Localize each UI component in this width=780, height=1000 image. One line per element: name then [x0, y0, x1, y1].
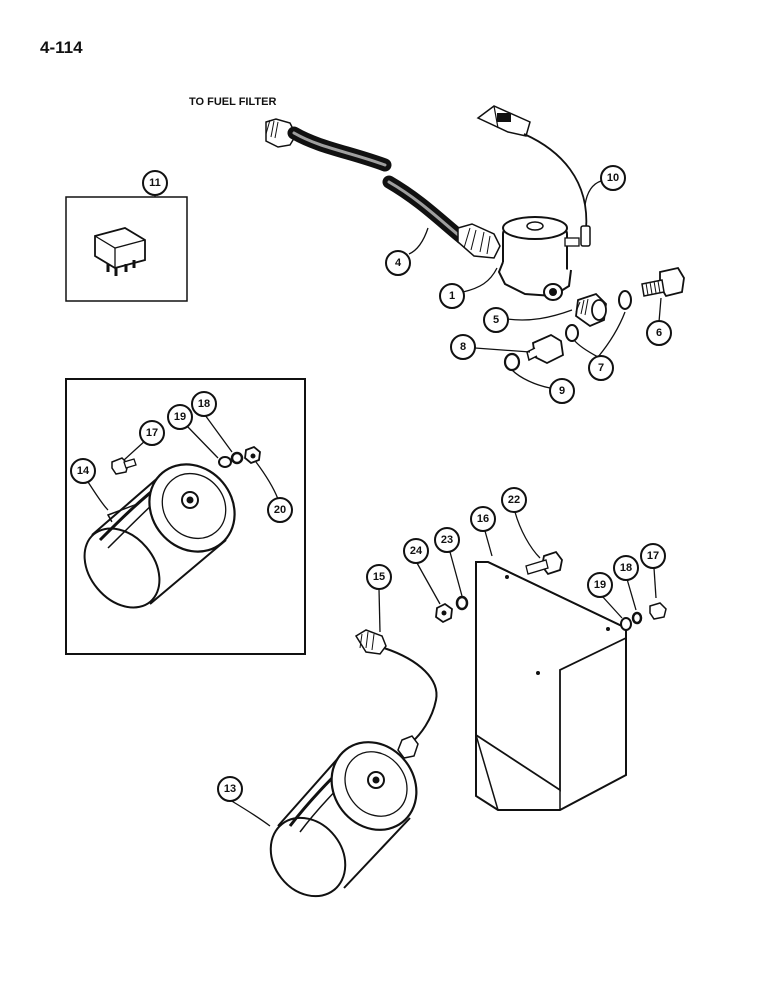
inset-lockwasher [230, 451, 244, 465]
svg-text:4: 4 [395, 257, 402, 269]
callout-19-right: 19 [587, 572, 613, 598]
callout-14: 14 [70, 458, 96, 484]
callout-18-right: 18 [613, 555, 639, 581]
callout-15: 15 [366, 564, 392, 590]
sender-wire [354, 629, 438, 759]
bracket-lockwasher [455, 595, 469, 611]
svg-text:15: 15 [373, 571, 385, 583]
svg-text:6: 6 [656, 327, 662, 339]
svg-text:22: 22 [508, 494, 520, 506]
callout-19-inset: 19 [167, 404, 193, 430]
callout-18-inset: 18 [191, 391, 217, 417]
mounting-bracket [475, 561, 627, 811]
page-number: 4-114 [40, 38, 83, 57]
svg-text:18: 18 [198, 398, 210, 410]
svg-text:7: 7 [598, 362, 604, 374]
callout-17-right: 17 [640, 543, 666, 569]
callout-7: 7 [588, 355, 614, 381]
callout-4: 4 [385, 250, 411, 276]
callout-6: 6 [646, 320, 672, 346]
washer-lower [565, 324, 579, 342]
bracket-nut [435, 602, 453, 624]
svg-text:23: 23 [441, 534, 453, 546]
right-lockwasher [631, 611, 643, 625]
leader-lines [87, 180, 662, 827]
callout-16: 16 [470, 506, 496, 532]
svg-text:11: 11 [149, 177, 161, 189]
svg-text:24: 24 [410, 545, 423, 557]
banjo-bolt [641, 266, 685, 298]
svg-text:10: 10 [607, 172, 619, 184]
svg-text:14: 14 [77, 465, 90, 477]
callout-8: 8 [450, 334, 476, 360]
buzzer-inset [65, 378, 306, 655]
inset-screw [111, 457, 137, 475]
svg-text:18: 18 [620, 562, 632, 574]
svg-text:1: 1 [449, 290, 455, 302]
svg-text:19: 19 [594, 579, 606, 591]
wire-harness [476, 105, 591, 247]
callout-22: 22 [501, 487, 527, 513]
svg-text:20: 20 [274, 504, 286, 516]
right-washer [620, 617, 632, 631]
callout-10: 10 [600, 165, 626, 191]
inset-nut [244, 445, 261, 465]
callout-11: 11 [142, 170, 168, 196]
inset-washer [218, 456, 232, 468]
callout-23: 23 [434, 527, 460, 553]
banjo-fitting [575, 292, 607, 328]
svg-text:17: 17 [647, 550, 659, 562]
bracket-bolt [525, 550, 563, 576]
adapter-fitting [526, 333, 564, 365]
svg-text:16: 16 [477, 513, 489, 525]
svg-text:5: 5 [493, 314, 499, 326]
alarm-buzzer [269, 741, 418, 898]
callout-1: 1 [439, 283, 465, 309]
callout-13: 13 [217, 776, 243, 802]
washer-adapter [503, 352, 521, 372]
right-screw [649, 602, 667, 620]
callout-5: 5 [483, 307, 509, 333]
to-fuel-filter-label: TO FUEL FILTER [189, 96, 277, 108]
callout-17-inset: 17 [139, 420, 165, 446]
svg-text:19: 19 [174, 411, 186, 423]
relay-inset [65, 196, 188, 302]
fuel-hose [265, 118, 501, 259]
solenoid-valve [497, 216, 580, 301]
washer-upper [618, 290, 632, 310]
callout-9: 9 [549, 378, 575, 404]
callout-20: 20 [267, 497, 293, 523]
svg-text:13: 13 [224, 783, 236, 795]
svg-text:8: 8 [460, 341, 466, 353]
svg-text:9: 9 [559, 385, 565, 397]
svg-text:17: 17 [146, 427, 158, 439]
callout-24: 24 [403, 538, 429, 564]
